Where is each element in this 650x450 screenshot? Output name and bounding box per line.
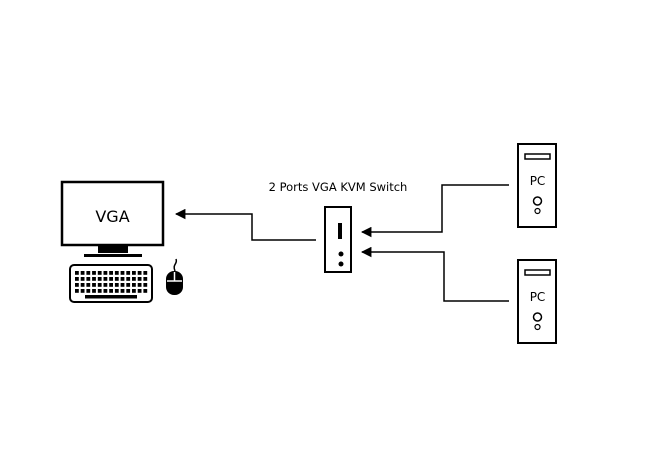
keyboard-key [126,271,131,275]
keyboard-icon [69,264,153,303]
keyboard-key [109,283,113,287]
keyboard-key [86,283,91,287]
keyboard-key [103,271,108,275]
kvm-switch-label: 2 Ports VGA KVM Switch [269,180,408,194]
keyboard-spacebar [85,295,137,299]
keyboard-key [137,289,142,293]
connector-switch-to-monitor [174,208,316,241]
keyboard-key [86,289,91,293]
keyboard-key [126,283,131,287]
keyboard-key [120,283,125,287]
keyboard-key [86,277,91,281]
connector-pc2-to-switch [360,246,509,302]
keyboard-key [92,271,96,275]
keyboard-key [132,271,136,275]
keyboard-key [97,289,102,293]
keyboard-key [80,289,85,293]
keyboard-key [75,289,79,293]
keyboard-key [109,277,113,281]
mouse-icon [166,258,183,295]
monitor-screen-label: VGA [95,207,129,226]
keyboard-key [132,283,136,287]
keyboard-key [109,271,113,275]
keyboard-key [120,271,125,275]
keyboard-key [80,271,85,275]
keyboard-key [132,277,136,281]
pc-label: PC [530,290,546,304]
connector-pc1-to-switch [360,184,509,238]
keyboard-key [80,277,85,281]
keyboard-key [143,277,148,281]
pc-tower-icon: PC [517,143,557,228]
keyboard-key [114,277,119,281]
keyboard-key [132,289,136,293]
keyboard-key [126,289,131,293]
keyboard-key [143,271,148,275]
keyboard-key [120,277,125,281]
keyboard-key [75,271,79,275]
pc-tower-icon: PC [517,259,557,344]
kvm-switch-icon [324,206,352,273]
keyboard-key [114,289,119,293]
keyboard-key [75,277,79,281]
monitor-icon: VGA [60,180,165,257]
keyboard-key [80,283,85,287]
keyboard-key [114,271,119,275]
keyboard-key [143,289,148,293]
keyboard-key [120,289,125,293]
keyboard-key [103,289,108,293]
keyboard-key [92,283,96,287]
keyboard-key [97,277,102,281]
keyboard-key [97,271,102,275]
keyboard-key [114,283,119,287]
keyboard-key [137,277,142,281]
keyboard-key [92,277,96,281]
keyboard-key [92,289,96,293]
keyboard-key [126,277,131,281]
keyboard-key [75,283,79,287]
keyboard-key [137,271,142,275]
keyboard-key [103,277,108,281]
keyboard-key [137,283,142,287]
pc-label: PC [530,174,546,188]
keyboard-key [109,289,113,293]
keyboard-key [103,283,108,287]
keyboard-key [86,271,91,275]
keyboard-key [143,283,148,287]
keyboard-key [97,283,102,287]
